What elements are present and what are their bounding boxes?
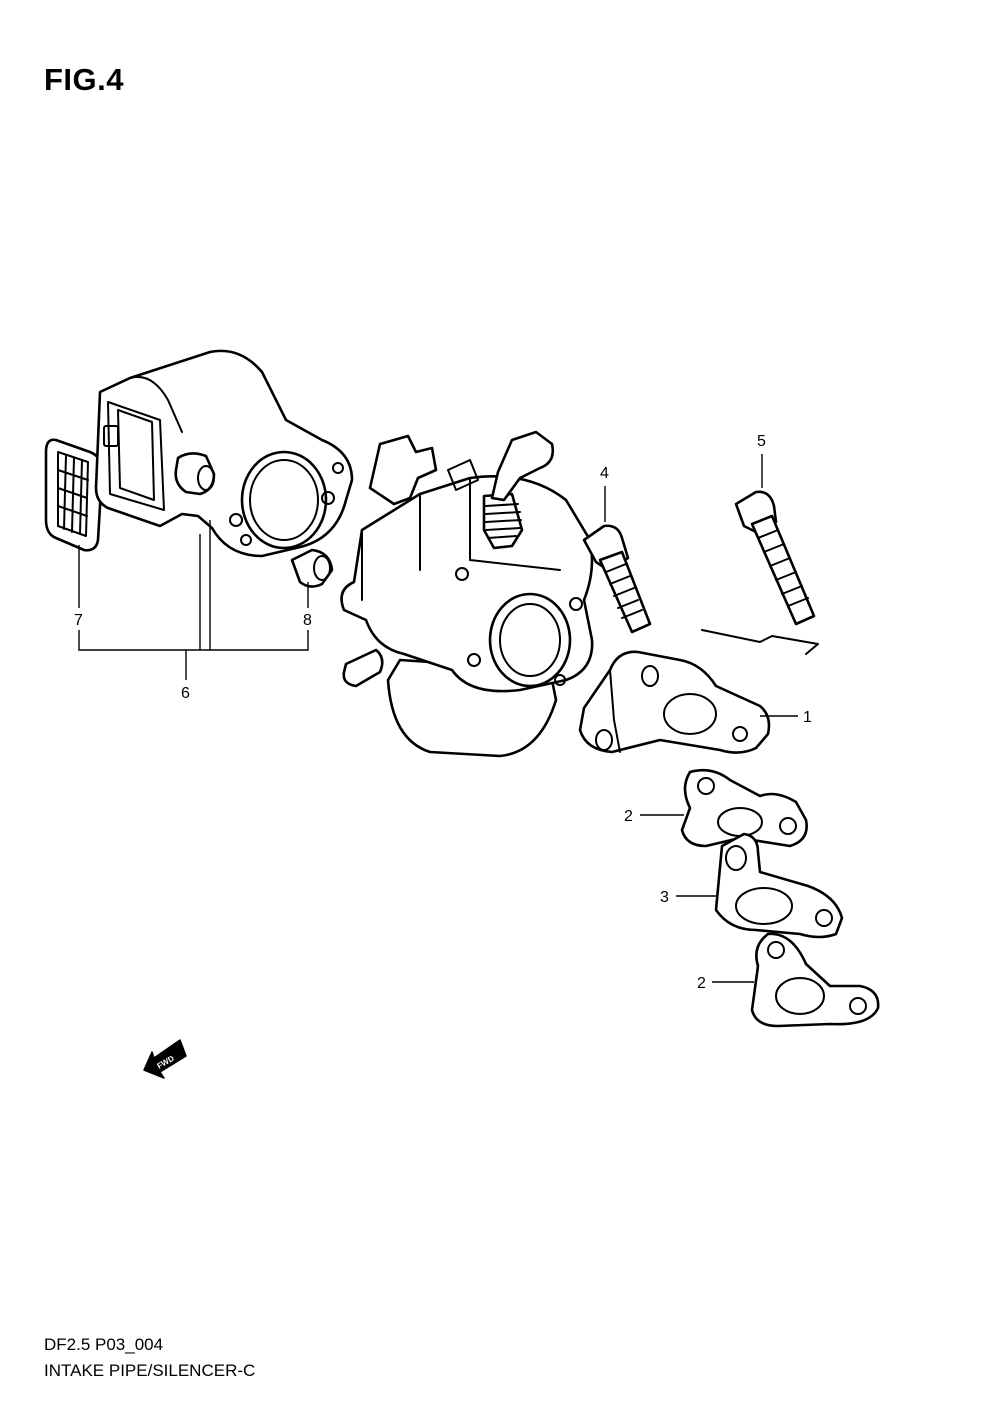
figure-title: FIG.4	[44, 62, 125, 97]
callout-8: 8	[303, 612, 312, 629]
leader-lines	[78, 454, 798, 983]
figure-code: DF2.5 P03_004	[44, 1335, 164, 1354]
figure-footer: DF2.5 P03_004 INTAKE PIPE/SILENCER-C	[44, 1332, 255, 1384]
callout-5: 5	[757, 433, 766, 450]
fwd-arrow-icon: FWD	[143, 1039, 187, 1079]
bolt-part-4[interactable]	[582, 524, 652, 634]
carburetor-assembly[interactable]	[340, 430, 594, 758]
silencer-screen-part-7[interactable]	[44, 438, 104, 552]
callout-4: 4	[600, 465, 609, 482]
intake-pipe-part-1[interactable]	[578, 650, 771, 754]
callout-3: 3	[660, 889, 669, 906]
callout-2-upper: 2	[624, 808, 633, 825]
gasket-lower-part-2[interactable]	[750, 932, 880, 1028]
callout-7: 7	[74, 612, 83, 629]
callout-1: 1	[803, 709, 812, 726]
break-line	[701, 629, 819, 655]
figure-name: INTAKE PIPE/SILENCER-C	[44, 1361, 256, 1380]
callout-2-lower: 2	[697, 975, 706, 992]
silencer-case-part-6[interactable]	[94, 349, 354, 558]
callout-6: 6	[181, 685, 190, 702]
insulator-part-3[interactable]	[714, 832, 844, 939]
bolt-part-5[interactable]	[734, 490, 816, 626]
collar-part-8[interactable]	[290, 548, 334, 588]
